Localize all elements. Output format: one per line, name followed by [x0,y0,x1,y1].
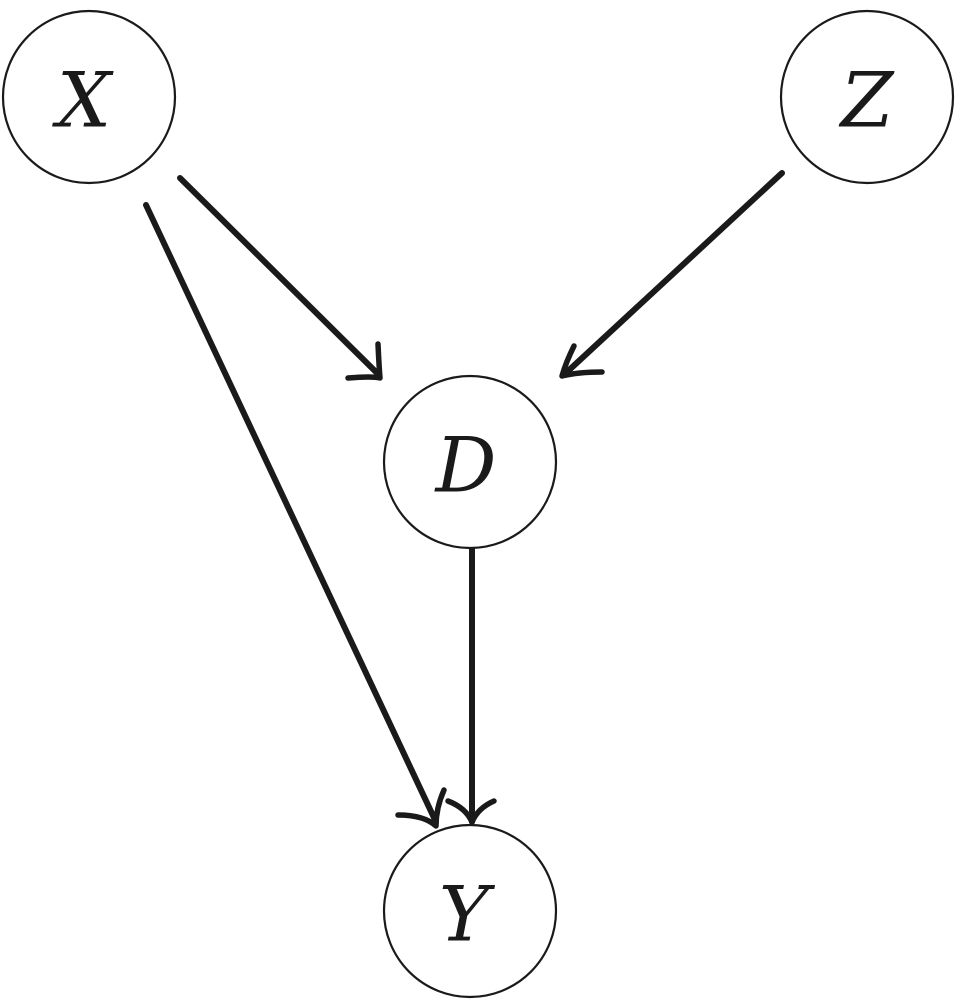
edge-x-to-d [177,175,383,381]
edge-x-to-y [143,202,447,829]
node-d: D [382,374,558,550]
node-z: Z [779,9,955,185]
node-x: X [1,9,177,185]
node-z-label: Z [839,56,895,145]
node-d-label: D [434,421,497,510]
node-x-label: X [52,56,114,145]
node-y-label: Y [439,870,496,959]
edges [143,170,785,829]
edge-d-to-y [445,543,497,825]
edge-z-to-d [559,170,785,379]
node-y: Y [382,823,558,999]
